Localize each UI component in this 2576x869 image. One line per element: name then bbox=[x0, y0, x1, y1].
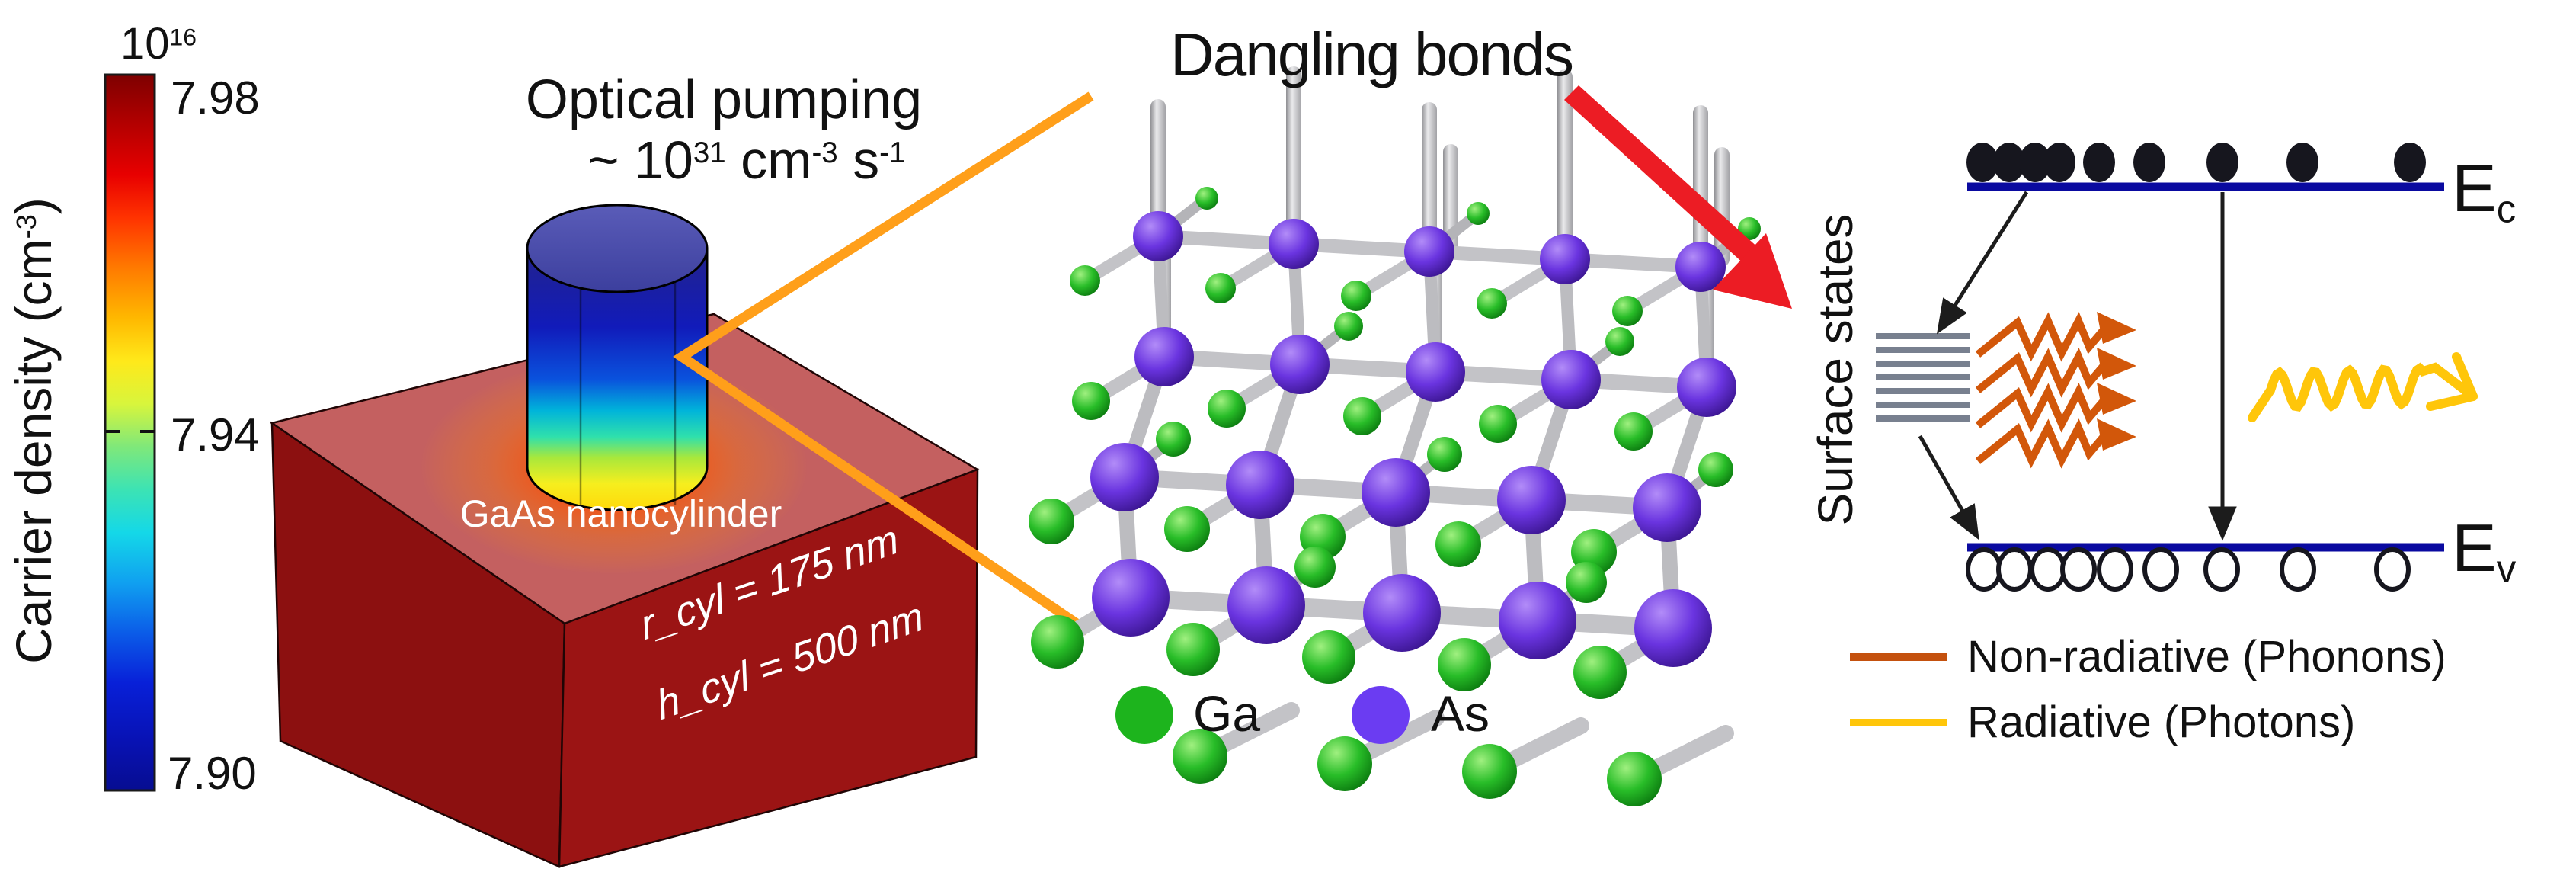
red-arrow bbox=[1564, 85, 1792, 309]
band-diagram bbox=[1850, 143, 2478, 726]
ga-atom-swatch bbox=[1115, 686, 1173, 744]
exponent-value: 16 bbox=[169, 23, 197, 51]
zoom-callout-lines bbox=[673, 91, 1094, 636]
pump-mid1: cm bbox=[725, 130, 812, 190]
ev-sub: v bbox=[2496, 547, 2517, 591]
pump-rate: ~ 1031 cm-3 s-1 bbox=[488, 130, 1006, 191]
ev-letter: E bbox=[2452, 510, 2497, 585]
nanocylinder-top bbox=[526, 204, 709, 293]
substrate-right-face bbox=[558, 468, 979, 868]
nonradiative-legend-label: Non-radiative (Phonons) bbox=[1967, 632, 2446, 681]
ga-legend-label: Ga bbox=[1193, 685, 1261, 742]
emission-arrow bbox=[1918, 434, 1979, 540]
ec-sub: c bbox=[2496, 187, 2517, 231]
pump-sup2: -3 bbox=[811, 136, 838, 169]
axis-label-sup: -3 bbox=[11, 214, 43, 239]
colorbar-tick-middle: 7.94 bbox=[171, 409, 260, 460]
nanocylinder-body bbox=[526, 247, 709, 511]
pump-sup3: -1 bbox=[879, 136, 906, 169]
atoms-legend bbox=[1115, 686, 1410, 744]
radiative-legend-label: Radiative (Photons) bbox=[1967, 697, 2356, 747]
surface-states-ladder bbox=[1876, 333, 1970, 422]
nanocylinder bbox=[526, 204, 709, 511]
colorbar-tick-top: 7.98 bbox=[171, 72, 260, 123]
photon-arrow bbox=[2248, 352, 2478, 422]
conduction-band-label: Ec bbox=[2452, 149, 2516, 231]
electrons bbox=[1966, 143, 2426, 182]
pump-sup1: 31 bbox=[693, 136, 726, 169]
exponent-base: 10 bbox=[120, 19, 170, 69]
ec-letter: E bbox=[2452, 150, 2497, 226]
axis-label-text: Carrier density (cm bbox=[5, 239, 62, 664]
valence-band-label: Ev bbox=[2452, 509, 2516, 591]
dangling-bonds-title: Dangling bonds bbox=[1170, 21, 1574, 88]
phonon-arrows bbox=[1975, 312, 2136, 469]
pump-mid2: s bbox=[837, 130, 880, 190]
capture-arrow bbox=[1936, 191, 2029, 335]
pump-pre: ~ 10 bbox=[587, 130, 693, 190]
colorbar-tick-bottom: 7.90 bbox=[168, 748, 257, 799]
holes bbox=[1966, 547, 2411, 592]
colorbar-axis-label: Carrier density (cm-3) bbox=[5, 126, 66, 736]
axis-label-close: ) bbox=[5, 197, 62, 215]
as-atom-swatch bbox=[1352, 686, 1410, 744]
colorbar-exponent: 1016 bbox=[120, 18, 197, 69]
gaas-crystal-lattice bbox=[1029, 66, 1761, 806]
pump-title: Optical pumping bbox=[525, 69, 923, 130]
nanocylinder-label: GaAs nanocylinder bbox=[459, 492, 782, 535]
as-legend-label: As bbox=[1431, 685, 1490, 742]
colorbar bbox=[104, 73, 156, 792]
surface-states-label: Surface states bbox=[1808, 213, 1863, 526]
